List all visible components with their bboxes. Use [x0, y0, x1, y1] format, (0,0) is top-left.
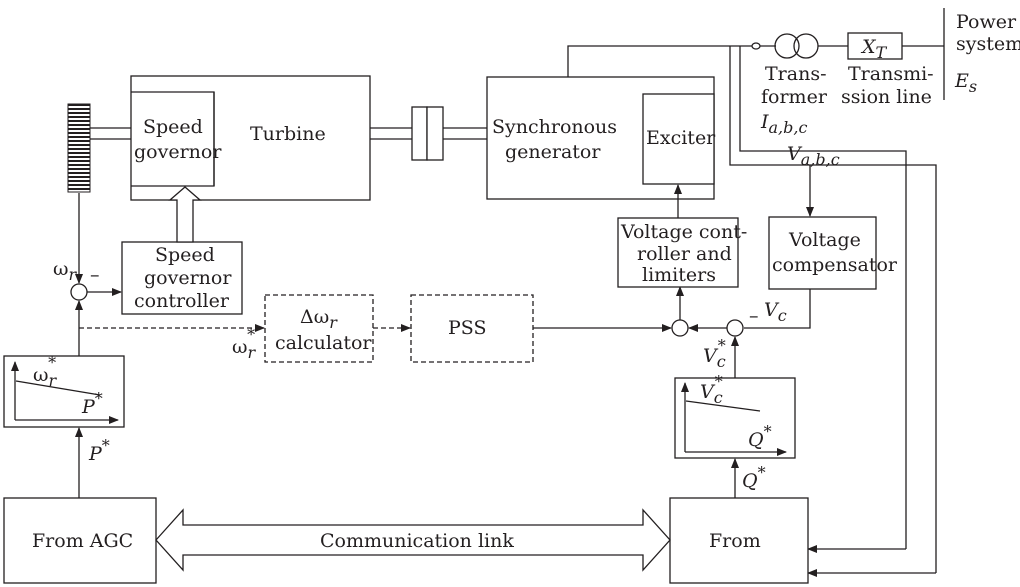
transmission-line-label-1: Transmi- [848, 63, 934, 85]
synchronous-generator-label-2: generator [505, 141, 601, 163]
voltage-summing-junction [726, 319, 744, 337]
communication-link-arrow [155, 508, 671, 572]
transmission-line-block [847, 32, 903, 60]
speed-summing-junction [70, 283, 88, 301]
synchronous-generator-label-1: Synchronous [492, 116, 617, 138]
controller-to-governor-hollow-arrow [168, 186, 202, 243]
speed-governor-label-1: Speed [143, 116, 203, 138]
power-system-label-2: system [956, 33, 1020, 55]
q-ref-label: Q* [742, 463, 766, 492]
vc-ref-label: Vc* [703, 336, 726, 371]
power-system-label-1: Power [956, 11, 1017, 33]
turbine-label: Turbine [250, 123, 326, 145]
from-block [669, 497, 809, 584]
speed-governor-controller-label-1: Speed [155, 244, 215, 266]
current-sensor [751, 42, 761, 50]
from-agc-label: From AGC [32, 530, 133, 552]
speed-governor-controller-block [121, 241, 243, 315]
speed-droop-block [3, 355, 125, 428]
delta-omega-calculator-block [264, 294, 374, 363]
iabc-label: Ia,b,c [760, 111, 807, 137]
speed-governor-outline [131, 91, 215, 187]
vc-feedback-line [744, 289, 811, 329]
es-label: Es [954, 70, 977, 96]
communication-link-label: Communication link [320, 530, 514, 552]
voltage-controller-block [617, 217, 739, 288]
transmission-line-label-2: ssion line [841, 86, 932, 108]
pss-summing-junction [671, 319, 689, 337]
speed-governor-label-2: governor [134, 141, 222, 163]
from-label: From [709, 530, 761, 552]
vc-minus-sign: – [749, 305, 759, 327]
vc-ref-axis-label: Vc* [700, 372, 723, 407]
transformer-symbol [774, 33, 819, 59]
omega-minus-sign: – [90, 264, 100, 286]
q-ref-axis-label: Q* [748, 422, 772, 451]
exciter-block [642, 93, 715, 185]
omega-r-label: ωr [53, 258, 78, 284]
transformer-label-1: Trans- [765, 63, 827, 85]
speed-governor-controller-label-2: governor [144, 267, 232, 289]
vabc-measurement-line [739, 46, 907, 549]
shaft-coupling [411, 106, 444, 161]
xt-label: XT [860, 36, 888, 62]
omega-r-ref-label: ωr* [232, 325, 257, 362]
voltage-controller-label-1: Voltage cont- [620, 221, 747, 243]
voltage-droop-block [674, 377, 796, 459]
voltage-compensator-block [768, 216, 877, 290]
voltage-droop-axes [681, 382, 787, 456]
exciter-label: Exciter [646, 127, 716, 149]
turbine-block [130, 75, 371, 201]
iabc-measurement-line [729, 46, 937, 573]
voltage-controller-label-2: roller and [637, 243, 732, 265]
vabc-label: Va,b,c [787, 143, 840, 169]
calculator-label: calculator [275, 332, 372, 354]
network-bus [567, 45, 944, 77]
voltage-compensator-label-1: Voltage [788, 229, 861, 251]
voltage-compensator-label-2: compensator [772, 254, 898, 276]
delta-omega-label: Δωr [300, 306, 338, 332]
speed-droop-axes [11, 361, 119, 424]
pss-block [410, 294, 534, 363]
p-ref-label: P* [88, 436, 110, 465]
transformer-label-2: former [761, 86, 828, 108]
pss-label: PSS [448, 317, 486, 339]
shaft-lines [90, 127, 487, 140]
omega-r-ref-axis-label: ωr* [33, 353, 58, 390]
p-ref-axis-label: P* [81, 389, 103, 418]
voltage-controller-label-3: limiters [642, 264, 716, 286]
vc-label: Vc [764, 299, 787, 325]
speed-governor-controller-label-3: controller [134, 290, 230, 312]
governor-actuator-hatched [67, 103, 91, 193]
